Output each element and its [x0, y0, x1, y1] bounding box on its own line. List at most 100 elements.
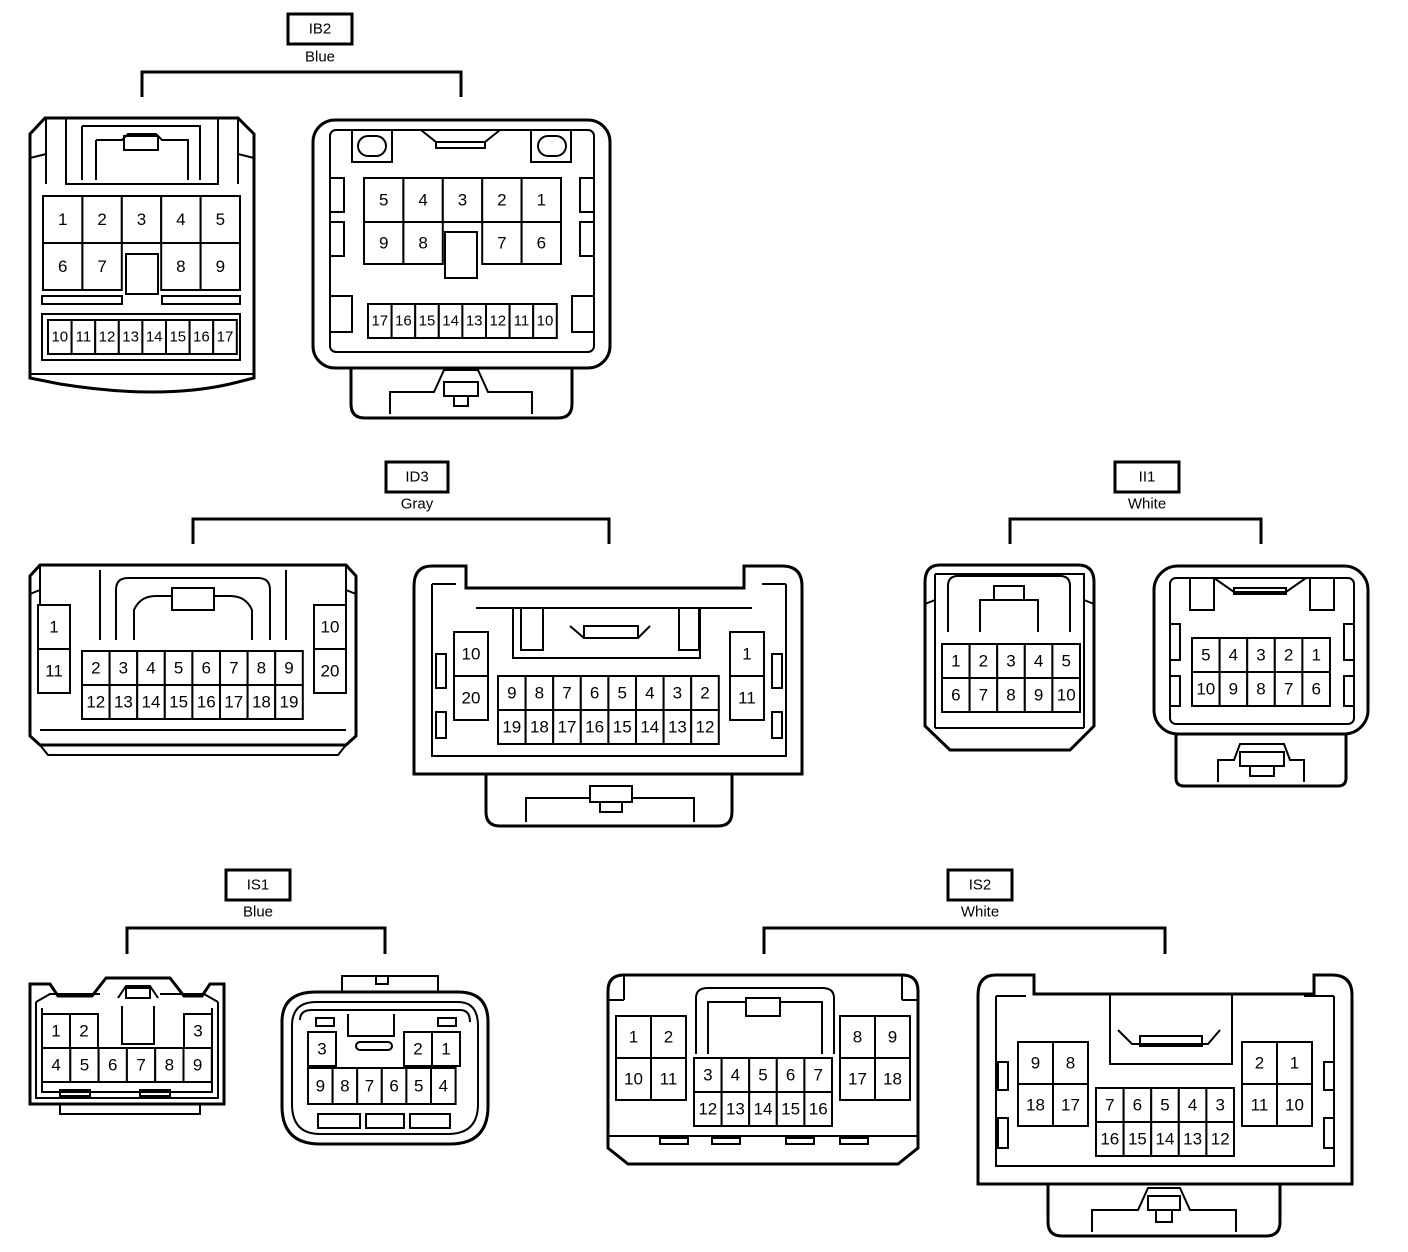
pin-number: 5 — [1061, 652, 1070, 671]
pin-cavity — [453, 675, 489, 721]
pin-number: 16 — [193, 329, 210, 346]
pin-number: 12 — [698, 1100, 717, 1119]
tag-box-ib2 — [286, 12, 354, 46]
bracket-id3 — [191, 517, 611, 544]
pin-cavity — [690, 709, 720, 745]
pin-cavity — [552, 675, 582, 711]
pin-number: 1 — [629, 1028, 638, 1047]
pin-cavity — [520, 177, 562, 223]
pin-number: 1 — [441, 1040, 450, 1059]
bracket-ii1 — [1008, 517, 1263, 544]
pin-cavity — [274, 684, 304, 720]
housing-is1-right — [280, 975, 490, 1146]
pin-number: 7 — [136, 1056, 145, 1075]
tag-label-is1: IS1 — [247, 877, 270, 894]
bracket-is2 — [762, 926, 1167, 954]
pin-cavity — [1301, 671, 1332, 707]
pin-number: 7 — [562, 684, 571, 703]
pin-cavity — [1017, 1083, 1054, 1127]
pin-number: 17 — [848, 1070, 867, 1089]
pin-number: 9 — [379, 234, 388, 253]
pin-number: 14 — [754, 1100, 773, 1119]
pin-number: 4 — [439, 1077, 448, 1096]
pin-number: 7 — [229, 659, 238, 678]
pin-number: 2 — [1255, 1054, 1264, 1073]
pin-number: 10 — [321, 618, 340, 637]
housing-id3-left — [28, 563, 358, 756]
pin-cavity — [81, 195, 123, 244]
pin-number: 11 — [738, 689, 756, 708]
pin-cavity — [41, 1047, 72, 1083]
pin-number: 5 — [80, 1056, 89, 1075]
pin-cavity — [615, 1057, 652, 1101]
pin-cavity — [430, 1067, 457, 1105]
pin-number: 9 — [1229, 680, 1238, 699]
pin-number: 1 — [1311, 646, 1320, 665]
pin-number: 15 — [1128, 1130, 1147, 1149]
pin-number: 6 — [786, 1066, 795, 1085]
pin-cavity — [1095, 1121, 1125, 1157]
pin-number: 10 — [1285, 1096, 1304, 1115]
pin-cavity — [41, 1013, 71, 1049]
pin-cavity — [481, 221, 523, 265]
pin-number: 11 — [514, 313, 530, 330]
pin-number: 9 — [284, 659, 293, 678]
pin-cavity — [607, 709, 638, 745]
pin-number: 6 — [389, 1077, 398, 1096]
pin-cavity — [402, 177, 444, 223]
pin-number: 13 — [1183, 1130, 1202, 1149]
pin-number: 12 — [99, 329, 116, 346]
pin-number: 2 — [79, 1022, 88, 1041]
pin-cavity — [524, 675, 555, 711]
pin-cavity — [839, 1057, 876, 1101]
pin-number: 4 — [1188, 1096, 1197, 1115]
pin-number: 4 — [146, 659, 155, 678]
pin-number: 15 — [613, 718, 632, 737]
pin-number: 17 — [558, 718, 577, 737]
pin-number: 4 — [645, 684, 654, 703]
pin-number: 2 — [97, 210, 106, 229]
pin-number: 13 — [466, 313, 483, 330]
pin-cavity — [650, 1057, 687, 1101]
pin-number: 14 — [146, 329, 163, 346]
pin-cavity — [1246, 637, 1276, 673]
pin-number: 16 — [585, 718, 604, 737]
pin-number: 17 — [224, 693, 243, 712]
pin-cavity — [1205, 1121, 1236, 1157]
pin-number: 4 — [51, 1056, 60, 1075]
pin-number: 10 — [537, 313, 554, 330]
pin-cavity — [1052, 1083, 1089, 1127]
pin-number: 12 — [86, 693, 105, 712]
pin-number: 16 — [1100, 1130, 1119, 1149]
pin-number: 8 — [853, 1028, 862, 1047]
pin-number: 5 — [414, 1077, 423, 1096]
pin-cavity — [313, 648, 347, 694]
pin-number: 9 — [888, 1028, 897, 1047]
pin-cavity — [363, 221, 405, 265]
pin-number: 2 — [664, 1028, 673, 1047]
tag-box-ii1 — [1113, 460, 1181, 494]
pin-number: 1 — [58, 210, 67, 229]
pin-number: 17 — [217, 329, 234, 346]
pin-number: 10 — [51, 329, 68, 346]
pin-cavity — [803, 1091, 834, 1127]
pin-number: 7 — [1284, 680, 1293, 699]
pin-number: 7 — [979, 686, 988, 705]
pin-number: 9 — [216, 257, 225, 276]
bracket-ib2 — [140, 70, 463, 97]
pin-cavity — [125, 1047, 157, 1083]
pin-number: 16 — [197, 693, 216, 712]
pin-number: 15 — [169, 693, 188, 712]
pin-number: 4 — [418, 191, 427, 210]
pin-cavity — [1122, 1121, 1153, 1157]
pin-cavity — [431, 1031, 461, 1067]
housing-ib2-right — [311, 118, 612, 420]
pin-number: 5 — [1160, 1096, 1169, 1115]
tag-box-is2 — [946, 868, 1014, 902]
pin-cavity — [1177, 1087, 1208, 1123]
